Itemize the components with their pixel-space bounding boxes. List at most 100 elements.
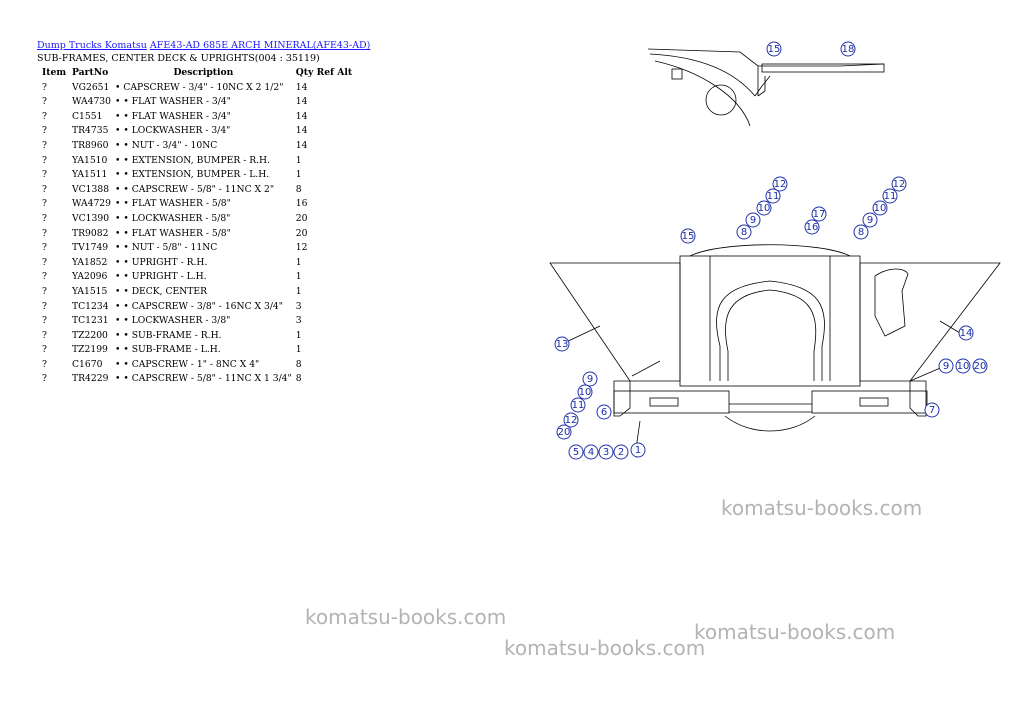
cell-partno: VC1388 [72,183,110,195]
cell-description: • • NUT - 5/8" - 11NC [115,242,218,254]
cell-description: • • EXTENSION, BUMPER - R.H. [115,154,270,166]
table-header-row: Item PartNo Description Qty Ref Alt [37,66,354,81]
breadcrumb: Dump Trucks Komatsu AFE43-AD 685E ARCH M… [37,40,370,51]
cell-qty: 20 [295,227,308,239]
callout-number: 8 [741,227,747,238]
cell-qty: 1 [295,271,302,283]
cell-qty: 3 [295,300,302,312]
cell-item: ? [42,285,47,297]
callout-circle [772,176,788,192]
callout-circle [853,224,869,240]
callout-bubble: 8 [853,224,869,240]
cell-qty: 1 [295,256,302,268]
cell-partno: VG2651 [72,81,110,93]
cell-description: • CAPSCREW - 3/4" - 10NC X 2 1/2" [115,81,284,93]
cell-item: ? [42,315,47,327]
callout-number: 6 [601,407,607,418]
callout-circle [840,41,856,57]
table-row: ?TC1234• • CAPSCREW - 3/8" - 16NC X 3/4"… [37,300,354,315]
cell-item: ? [42,373,47,385]
cell-item: ? [42,344,47,356]
watermark: komatsu-books.com [721,496,923,520]
cell-description: • • CAPSCREW - 5/8" - 11NC X 2" [115,183,275,195]
callout-bubble: 6 [596,404,612,420]
callout-bubble: 14 [958,325,974,341]
table-row: ? VG2651 • CAPSCREW - 3/4" - 10NC X 2 1/2"… [37,81,354,96]
detail-view-top [647,48,885,127]
cell-item: ? [42,110,47,122]
callout-circle [556,424,572,440]
cell-item: ? [42,183,47,195]
cell-partno: TR4735 [72,125,109,137]
cell-qty: 3 [295,315,302,327]
callout-bubble: 16 [804,219,820,235]
cell-partno: YA2096 [72,271,108,283]
cell-qty: 12 [295,242,308,254]
cell-partno: VC1390 [72,212,110,224]
cell-description: • • SUB-FRAME - R.H. [115,329,222,341]
cell-qty: 1 [295,154,302,166]
callout-number: 11 [572,400,585,411]
callout-circle [756,200,772,216]
header-item: Item [42,67,67,78]
table-row: ?WA4730• • FLAT WASHER - 3/4"14 [37,95,354,110]
callout-bubble: 9 [938,358,954,374]
table-row: ?VC1390• • LOCKWASHER - 5/8"20 [37,212,354,227]
cell-item: ? [42,212,47,224]
callout-number: 10 [874,203,887,214]
cell-qty: 14 [295,81,308,93]
cell-partno: YA1511 [72,169,108,181]
callout-bubble: 10 [872,200,888,216]
callout-number: 4 [588,447,594,458]
cell-partno: YA1852 [72,256,108,268]
cell-description: • • CAPSCREW - 5/8" - 11NC X 1 3/4" [115,373,292,385]
callout-bubble: 20 [972,358,988,374]
callout-number: 16 [806,222,819,233]
callout-bubble: 12 [772,176,788,192]
breadcrumb-link-model[interactable]: AFE43-AD 685E ARCH MINERAL(AFE43-AD) [149,40,371,51]
cell-partno: TR8960 [72,139,109,151]
callout-circle [872,200,888,216]
callout-circle [577,384,593,400]
cell-partno: TC1231 [72,315,109,327]
callout-number: 5 [573,447,579,458]
callout-number: 10 [579,387,592,398]
table-row: ?WA4729• • FLAT WASHER - 5/8"16 [37,197,354,212]
callout-number: 9 [867,215,873,226]
callout-number: 1 [635,445,641,456]
cell-item: ? [42,198,47,210]
callout-bubble: 10 [756,200,772,216]
table-row: ?YA2096• • UPRIGHT - L.H.1 [37,270,354,285]
header-partno: PartNo [72,67,109,78]
callout-circle [745,212,761,228]
main-assembly [549,244,1001,457]
callout-number: 9 [943,361,949,372]
cell-qty: 20 [295,212,308,224]
cell-item: ? [42,139,47,151]
callout-number: 9 [750,215,756,226]
callout-circle [766,41,782,57]
cell-partno: YA1510 [72,154,108,166]
cell-qty: 1 [295,285,302,297]
cell-item: ? [42,81,47,93]
callout-number: 15 [682,231,695,242]
cell-item: ? [42,242,47,254]
watermark: komatsu-books.com [504,636,706,660]
cell-qty: 16 [295,198,308,210]
cell-partno: TR4229 [72,373,109,385]
cell-description: • • CAPSCREW - 1" - 8NC X 4" [115,358,260,370]
callout-number: 18 [842,44,855,55]
breadcrumb-link-dump-trucks[interactable]: Dump Trucks Komatsu [37,40,147,51]
callout-bubble: 7 [924,402,940,418]
cell-description: • • FLAT WASHER - 3/4" [115,110,231,122]
cell-partno: TR9082 [72,227,109,239]
callout-circle [554,336,570,352]
table-row: ?YA1510• • EXTENSION, BUMPER - R.H.1 [37,154,354,169]
callout-bubble: 13 [554,336,570,352]
cell-qty: 8 [295,358,302,370]
callout-number: 10 [758,203,771,214]
callout-bubble: 10 [955,358,971,374]
callout-number: 20 [558,427,571,438]
